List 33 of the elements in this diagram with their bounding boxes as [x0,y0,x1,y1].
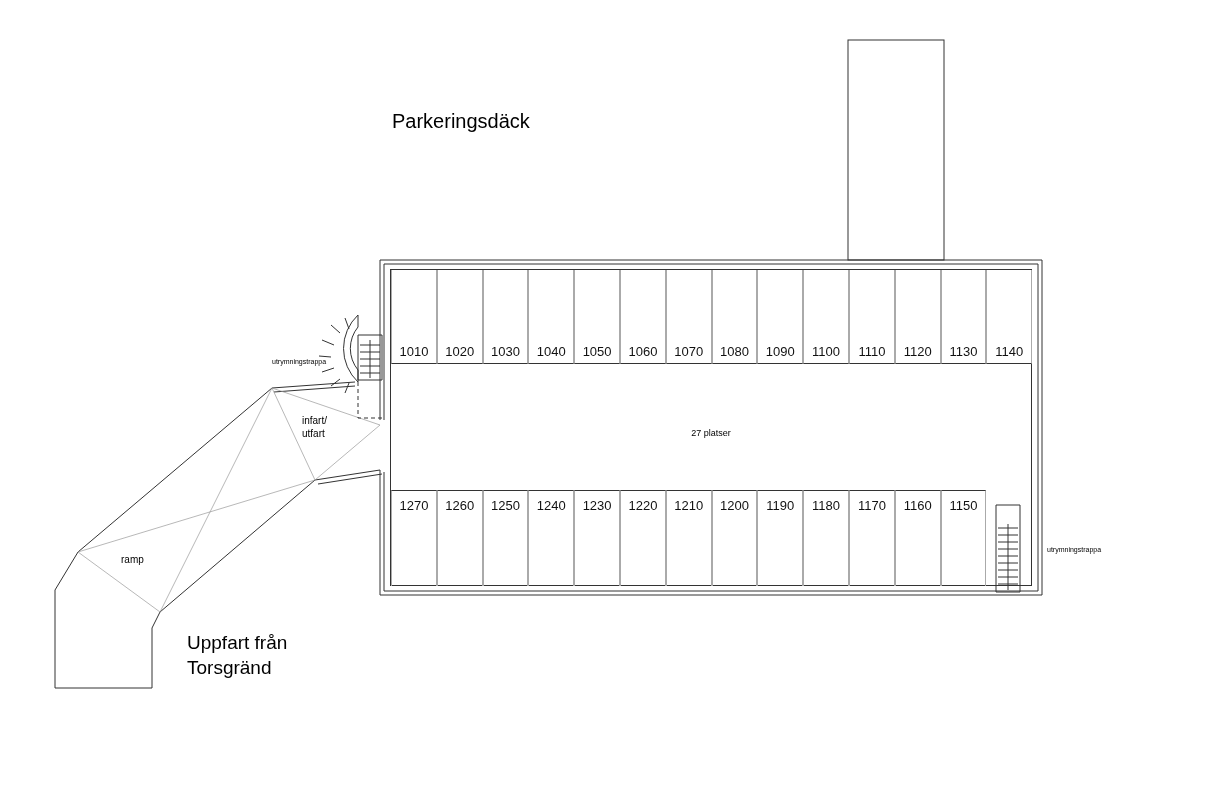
parking-space: 1110 [849,270,895,364]
parking-space: 1230 [574,490,620,586]
parking-space: 1240 [528,490,575,586]
parking-space: 1010 [391,270,437,364]
parking-space: 1200 [711,490,758,586]
parking-space: 1090 [757,270,804,364]
parking-space: 1030 [482,270,529,364]
parking-space: 1020 [436,270,483,364]
parking-space: 1120 [894,270,941,364]
parking-deck-outline [390,269,1032,586]
parking-space: 1250 [482,490,529,586]
parking-space: 1150 [940,490,987,586]
parking-space: 1180 [803,490,849,586]
parking-space: 1190 [757,490,804,586]
parking-space: 1070 [665,270,712,364]
area-label: infart/ utfart [302,414,328,440]
parking-space: 1060 [620,270,666,364]
parking-space: 1170 [849,490,895,586]
parking-space: 1260 [436,490,483,586]
parking-space: 1100 [803,270,849,364]
parking-space: 1040 [528,270,575,364]
parking-space: 1140 [986,270,1033,364]
parking-space: 1270 [391,490,437,586]
capacity-label: 27 platser [690,428,732,438]
parking-space: 1210 [665,490,712,586]
access-label: Uppfart från Torsgränd [187,631,289,680]
plan-title: Parkeringsdäck [392,110,530,133]
parking-space: 1130 [940,270,987,364]
area-label: ramp [121,554,144,565]
parking-space: 1050 [574,270,620,364]
parking-space: 1220 [620,490,666,586]
parking-space: 1160 [894,490,941,586]
parking-space: 1080 [711,270,758,364]
